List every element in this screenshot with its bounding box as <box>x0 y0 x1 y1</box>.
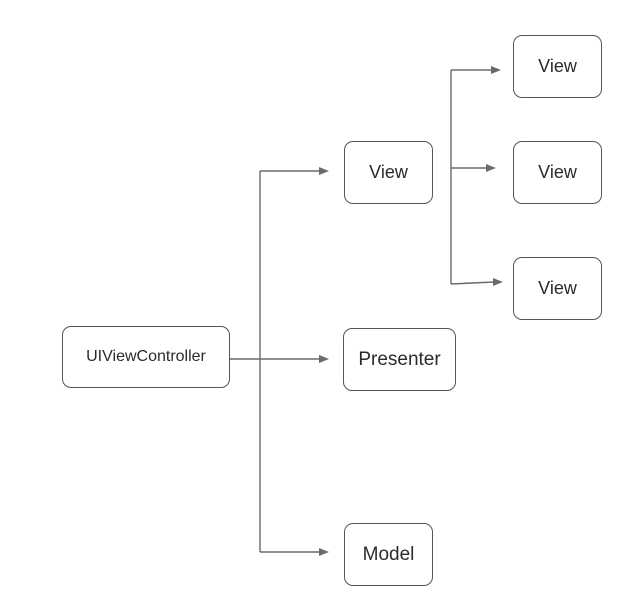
edge-to-subview-3 <box>450 281 495 285</box>
subview-node-1: View <box>513 35 602 98</box>
arrowhead-to-subview-2 <box>486 164 496 172</box>
uiviewcontroller-node-label: UIViewController <box>86 348 206 365</box>
subview-node-2-label: View <box>538 162 577 182</box>
view-node: View <box>344 141 433 204</box>
arrowhead-to-view <box>319 167 329 175</box>
subview-node-2: View <box>513 141 602 204</box>
subview-node-3: View <box>513 257 602 320</box>
model-node: Model <box>344 523 433 586</box>
arrowhead-to-presenter <box>319 355 329 363</box>
uiviewcontroller-node: UIViewController <box>62 326 230 388</box>
model-node-label: Model <box>362 543 415 565</box>
arrowhead-to-model <box>319 548 329 556</box>
presenter-node-label: Presenter <box>358 348 441 370</box>
arrowhead-to-subview-1 <box>491 66 501 74</box>
view-node-label: View <box>369 162 408 182</box>
subview-node-1-label: View <box>538 56 577 76</box>
presenter-node: Presenter <box>343 328 456 391</box>
subview-node-3-label: View <box>538 278 577 298</box>
arrowhead-to-subview-3 <box>493 278 503 286</box>
